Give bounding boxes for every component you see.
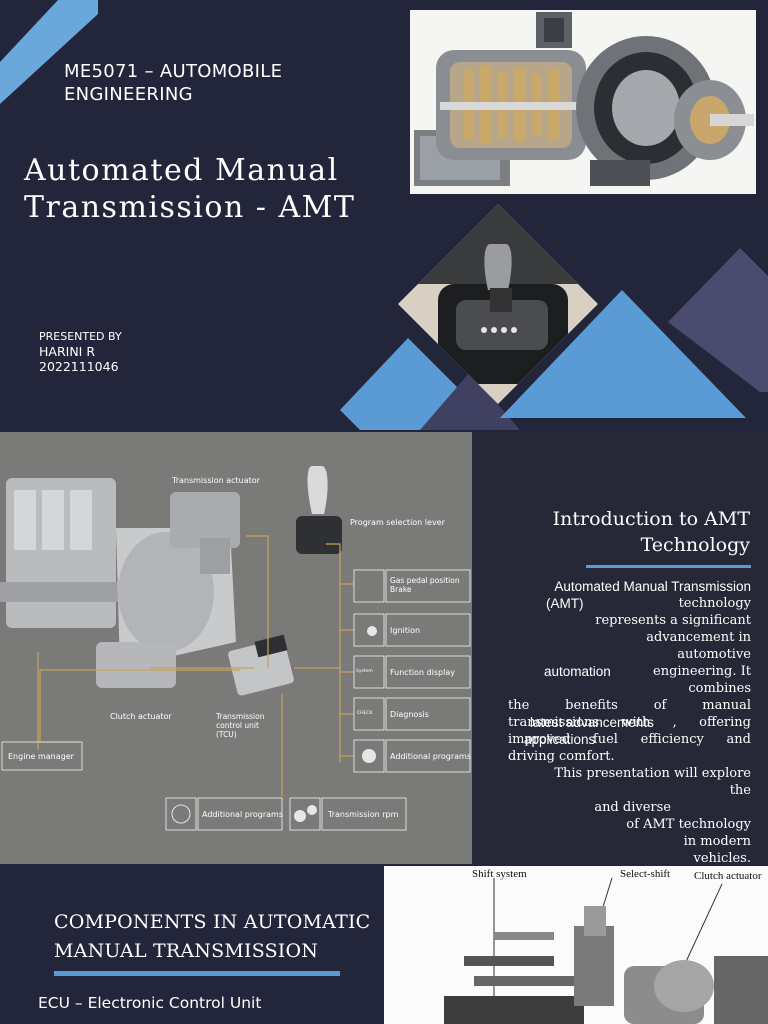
- ecu-item: ECU – Electronic Control Unit: [38, 994, 262, 1012]
- label-function-display: Function display: [390, 668, 455, 677]
- presented-by-label: PRESENTED BY: [39, 330, 122, 343]
- components-title-underline: [54, 971, 340, 976]
- body-overlay-applications: applications: [524, 732, 596, 747]
- components-drawing: Shift system Select-shift Clutch actuato…: [384, 866, 768, 1024]
- corner-cut-shape: [0, 0, 58, 62]
- body-engineering: engineering. It: [653, 664, 751, 679]
- label-system-icon: System: [356, 669, 373, 674]
- label-ignition: Ignition: [390, 626, 421, 635]
- diagram-illustration: [0, 466, 471, 831]
- presenter-id: 2022111046: [39, 359, 119, 374]
- body-technology: technology: [678, 596, 751, 611]
- body-line-4: advancement in: [646, 630, 751, 645]
- label-additional-programs-right: Additional programs: [390, 752, 472, 761]
- label-select-shift: Select-shift: [620, 868, 671, 880]
- label-diagnosis: Diagnosis: [390, 710, 429, 719]
- label-clutch-actuator-3: Clutch actuator: [694, 870, 762, 882]
- title-slide: ME5071 – AUTOMOBILE ENGINEERING Automate…: [0, 0, 768, 430]
- navy-triangle-shape: [420, 372, 520, 430]
- presenter-name: HARINI R: [39, 344, 96, 359]
- body-line-11: driving comfort.: [508, 749, 615, 764]
- body-line-13: the: [729, 783, 751, 798]
- label-gas-pedal: Gas pedal position Brake: [390, 576, 460, 594]
- gear-shifter-photo: [398, 204, 598, 404]
- blue-diamond-large-shape: [500, 290, 746, 418]
- body-overlay-latest-advancements: latest advancements: [530, 715, 654, 730]
- body-line-9: transmissions with , offering latest adv…: [508, 714, 751, 731]
- body-line-14: and diverse: [594, 800, 671, 815]
- label-program-selection-lever: Program selection lever: [350, 518, 445, 527]
- components-title: COMPONENTS IN AUTOMATIC MANUAL TRANSMISS…: [54, 911, 371, 962]
- label-transmission-actuator: Transmission actuator: [172, 476, 260, 485]
- body-line-15: of AMT technology: [626, 817, 751, 832]
- intro-slide: Transmission actuator Program selection …: [0, 432, 768, 864]
- body-line-5: automotive: [677, 647, 751, 662]
- body-line-7: combines: [688, 681, 751, 696]
- label-engine-manager: Engine manager: [8, 752, 74, 761]
- label-clutch-actuator: Clutch actuator: [110, 712, 172, 721]
- blue-diamond-small-shape: [340, 338, 470, 430]
- body-line-12: This presentation will explore: [554, 766, 751, 781]
- body-line-3: represents a significant: [595, 613, 751, 628]
- body-line-10: improved fuel efficiency and application…: [508, 731, 751, 748]
- intro-body-text: Automated Manual Transmission (AMT) tech…: [508, 578, 751, 864]
- body-automation: automation: [544, 664, 611, 679]
- body-line-9-text: transmissions with , offering: [508, 715, 751, 730]
- label-shift-system: Shift system: [472, 868, 527, 880]
- label-tcu: Transmission control unit (TCU): [216, 712, 265, 739]
- components-illustration: [444, 877, 768, 1024]
- presentation-title: Automated Manual Transmission - AMT: [24, 153, 356, 225]
- body-line-8: the benefits of manual: [508, 698, 751, 713]
- label-additional-programs-bottom: Additional programs: [202, 810, 284, 819]
- amt-system-diagram: Transmission actuator Program selection …: [0, 432, 472, 864]
- body-line-17: vehicles.: [693, 851, 751, 864]
- body-line-6: automation engineering. It: [508, 663, 751, 680]
- intro-title: Introduction to AMT Technology: [552, 508, 750, 556]
- label-check-icon: CHECK: [357, 711, 373, 716]
- body-line-amt-name: Automated Manual Transmission: [554, 579, 751, 594]
- course-code: ME5071 – AUTOMOBILE ENGINEERING: [64, 61, 283, 105]
- gearbox-cutaway-photo: [410, 10, 756, 194]
- intro-title-underline: [586, 565, 751, 568]
- components-slide: COMPONENTS IN AUTOMATIC MANUAL TRANSMISS…: [0, 866, 768, 1024]
- body-amt-acronym: (AMT): [546, 596, 584, 611]
- body-line-10-text: improved fuel efficiency and: [508, 732, 751, 747]
- body-line-2: (AMT) technology: [508, 595, 751, 612]
- decorative-shapes: [0, 0, 768, 430]
- body-line-16: in modern: [683, 834, 751, 849]
- label-transmission-rpm: Transmission rpm: [328, 810, 399, 819]
- gearbox-illustration: [414, 12, 754, 186]
- navy-diamond-shape: [668, 248, 768, 392]
